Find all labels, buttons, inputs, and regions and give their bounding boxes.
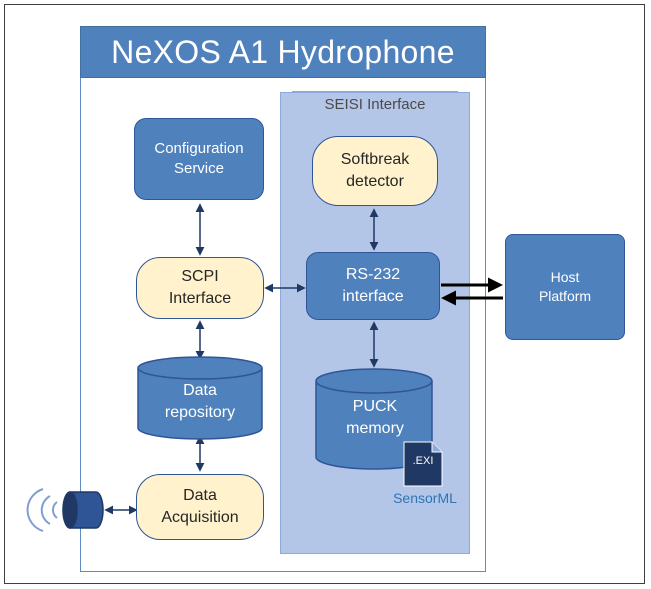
outer-frame	[4, 4, 645, 584]
softbreak-detector-label: Softbreak detector	[340, 151, 410, 190]
softbreak-detector-block: Softbreak detector	[312, 136, 438, 206]
seisi-divider	[292, 91, 458, 92]
seisi-interface-label: SEISI Interface	[324, 96, 426, 113]
configuration-service-label: Configuration Service	[154, 139, 244, 177]
exi-file-label: .EXI	[412, 455, 434, 467]
configuration-service-block: Configuration Service	[134, 118, 264, 200]
host-platform-label: Host Platform	[538, 269, 592, 304]
data-acquisition-label: Data Acquisition	[161, 487, 239, 526]
hydrophone-sensor-icon	[62, 491, 104, 529]
puck-memory-label: PUCK memory	[346, 398, 404, 437]
scpi-interface-block: SCPI Interface	[136, 257, 264, 319]
diagram-title: NeXOS A1 Hydrophone	[80, 26, 486, 78]
rs232-interface-block: RS-232 interface	[306, 252, 440, 320]
sound-waves-icon	[26, 488, 58, 532]
sensorml-label: SensorML	[393, 490, 457, 506]
scpi-interface-label: SCPI Interface	[168, 268, 232, 307]
data-repository-label: Data repository	[164, 382, 236, 421]
data-acquisition-block: Data Acquisition	[136, 474, 264, 540]
puck-memory-cylinder	[315, 368, 433, 470]
data-repository-cylinder	[137, 356, 263, 440]
host-platform-block: Host Platform	[505, 234, 625, 340]
exi-file-icon	[403, 441, 443, 487]
rs232-interface-label: RS-232 interface	[342, 266, 404, 305]
